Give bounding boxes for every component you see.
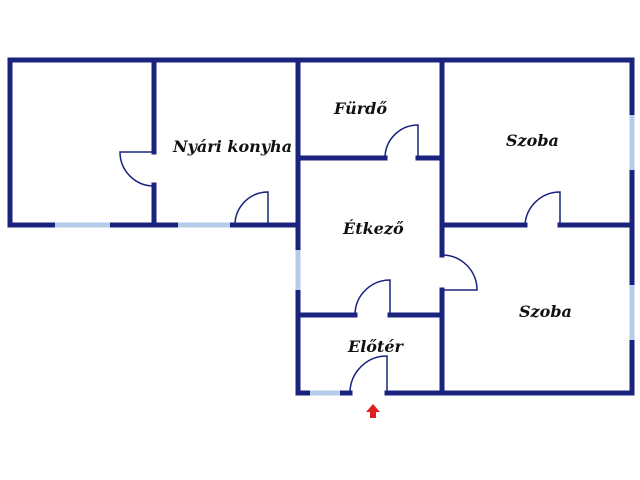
entrance-arrow-icon [366,404,380,418]
door [234,191,269,226]
doors [119,124,561,394]
door [524,191,561,226]
door [441,254,478,291]
room-label-etkezo: Étkező [342,218,404,238]
windows [55,115,635,396]
door [384,124,419,159]
room-label-nyari-konyha: Nyári konyha [172,137,292,156]
room-label-szoba-top: Szoba [506,131,559,150]
door [349,355,388,394]
door [354,279,391,316]
door [119,151,155,187]
room-label-eloter: Előtér [347,337,405,356]
room-label-szoba-bottom: Szoba [519,302,572,321]
room-label-furdo: Fürdő [333,99,387,118]
room-labels: Nyári konyha Fürdő Szoba Étkező Szoba El… [172,99,572,356]
